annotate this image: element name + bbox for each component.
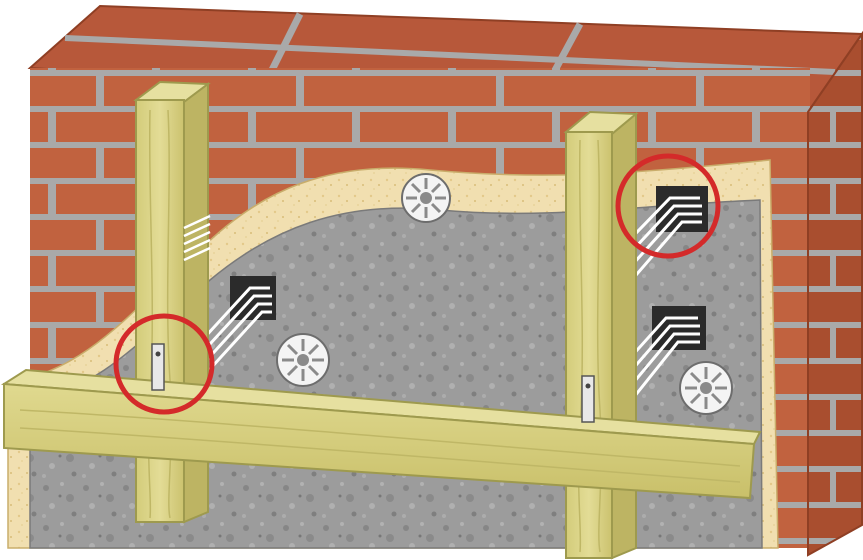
highlight-wall-tie bbox=[113, 313, 215, 415]
metal-fixing-strap bbox=[183, 214, 211, 262]
insulation-disc-fixing bbox=[276, 333, 330, 387]
horizontal-timber-rail bbox=[0, 368, 762, 500]
wall-tie-bracket bbox=[180, 276, 276, 382]
highlight-strap-fixing bbox=[615, 153, 721, 259]
metal-fixing-strap bbox=[581, 375, 595, 423]
metal-fixing-strap bbox=[151, 343, 165, 391]
insulation-disc-fixing bbox=[401, 173, 451, 223]
insulation-disc-fixing bbox=[679, 361, 733, 415]
brick-right-side bbox=[807, 30, 863, 557]
